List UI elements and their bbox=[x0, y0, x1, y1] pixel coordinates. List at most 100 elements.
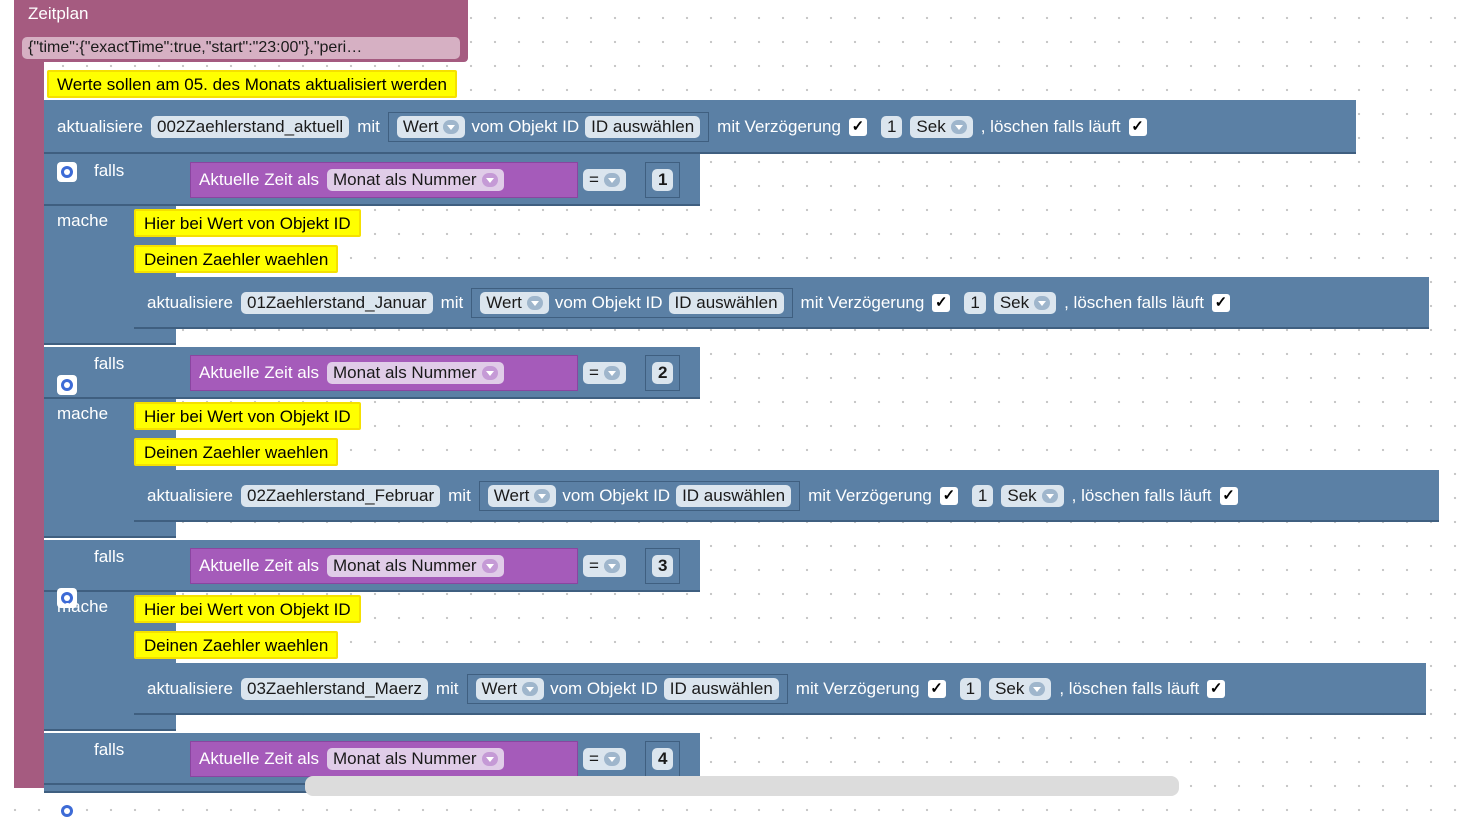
value-inset[interactable]: Wert vom Objekt ID ID auswählen bbox=[387, 112, 710, 142]
delay-checkbox[interactable]: ✓ bbox=[927, 680, 946, 698]
schedule-json-field[interactable]: {"time":{"exactTime":true,"start":"23:00… bbox=[22, 37, 460, 59]
value-dropdown[interactable]: Wert bbox=[480, 292, 549, 314]
chevron-down-icon bbox=[603, 558, 620, 573]
if-block-foot bbox=[44, 522, 176, 538]
mit-label: mit bbox=[440, 293, 464, 312]
time-option-dropdown[interactable]: Monat als Nummer bbox=[327, 169, 504, 191]
chevron-down-icon bbox=[1034, 295, 1051, 310]
time-block[interactable]: Aktuelle Zeit als Monat als Nummer bbox=[190, 548, 578, 584]
update-label: aktualisiere bbox=[57, 117, 143, 136]
clear-checkbox[interactable]: ✓ bbox=[1128, 118, 1147, 136]
object-id-label: vom Objekt ID bbox=[550, 679, 658, 698]
mit-label: mit bbox=[435, 679, 459, 698]
value-dropdown[interactable]: Wert bbox=[487, 485, 557, 507]
top-comment[interactable]: Werte sollen am 05. des Monats aktualisi… bbox=[47, 70, 457, 98]
comment-object-hint[interactable]: Hier bei Wert von Objekt ID bbox=[134, 402, 361, 430]
delay-value-field[interactable]: 1 bbox=[880, 116, 903, 138]
delay-value-field[interactable]: 1 bbox=[964, 292, 986, 314]
operator-dropdown[interactable]: = bbox=[583, 748, 626, 770]
operator-dropdown[interactable]: = bbox=[583, 169, 626, 191]
comment-object-hint[interactable]: Hier bei Wert von Objekt ID bbox=[134, 595, 361, 623]
time-label: Aktuelle Zeit als bbox=[199, 170, 319, 189]
object-id-select[interactable]: ID auswählen bbox=[676, 485, 792, 507]
chevron-down-icon bbox=[603, 172, 620, 187]
comment-object-hint[interactable]: Hier bei Wert von Objekt ID bbox=[134, 209, 361, 237]
settings-gear-icon[interactable] bbox=[57, 588, 77, 608]
object-id-select[interactable]: ID auswählen bbox=[668, 292, 784, 314]
delay-checkbox[interactable]: ✓ bbox=[932, 294, 951, 312]
unit-dropdown[interactable]: Sek bbox=[993, 292, 1057, 314]
time-label: Aktuelle Zeit als bbox=[199, 749, 319, 768]
delay-label: mit Verzögerung bbox=[795, 679, 920, 698]
time-block[interactable]: Aktuelle Zeit als Monat als Nummer bbox=[190, 741, 578, 777]
variable-field[interactable]: 03Zaehlerstand_Maerz bbox=[241, 678, 428, 700]
comment-counter-hint[interactable]: Deinen Zaehler waehlen bbox=[134, 631, 339, 659]
unit-dropdown[interactable]: Sek bbox=[989, 678, 1052, 700]
clear-checkbox[interactable]: ✓ bbox=[1211, 294, 1230, 312]
object-id-label: vom Objekt ID bbox=[471, 117, 580, 136]
variable-field[interactable]: 002Zaehlerstand_aktuell bbox=[151, 116, 350, 138]
do-label: mache bbox=[57, 597, 109, 616]
month-number-field[interactable]: 4 bbox=[652, 748, 674, 770]
time-block[interactable]: Aktuelle Zeit als Monat als Nummer bbox=[190, 355, 578, 391]
variable-field[interactable]: 01Zaehlerstand_Januar bbox=[241, 292, 433, 314]
delay-checkbox[interactable]: ✓ bbox=[848, 118, 867, 136]
clear-checkbox[interactable]: ✓ bbox=[1219, 487, 1238, 505]
delay-label: mit Verzögerung bbox=[800, 293, 925, 312]
horizontal-scrollbar[interactable] bbox=[305, 776, 1179, 796]
comment-counter-hint[interactable]: Deinen Zaehler waehlen bbox=[134, 245, 339, 273]
inner-update-row: aktualisiere 02Zaehlerstand_Februar mit … bbox=[147, 481, 1238, 511]
delay-value-field[interactable]: 1 bbox=[971, 485, 994, 507]
value-inset[interactable]: Wert vom Objekt ID ID auswählen bbox=[471, 288, 793, 318]
month-number-field[interactable]: 3 bbox=[652, 555, 674, 577]
if-block-foot bbox=[44, 715, 176, 731]
number-block[interactable]: 2 bbox=[645, 355, 681, 391]
clear-label: , löschen falls läuft bbox=[1071, 486, 1212, 505]
schedule-title: Zeitplan bbox=[28, 4, 89, 23]
chevron-down-icon bbox=[534, 488, 551, 503]
variable-field[interactable]: 02Zaehlerstand_Februar bbox=[241, 485, 441, 507]
mit-label: mit bbox=[357, 117, 380, 136]
settings-gear-icon[interactable] bbox=[57, 162, 77, 182]
time-label: Aktuelle Zeit als bbox=[199, 363, 319, 382]
settings-gear-icon[interactable] bbox=[57, 801, 77, 821]
number-block[interactable]: 1 bbox=[645, 162, 681, 198]
if-block-group: falls Aktuelle Zeit als Monat als Nummer… bbox=[0, 40, 1458, 731]
delay-value-field[interactable]: 1 bbox=[959, 678, 982, 700]
number-block[interactable]: 3 bbox=[645, 548, 681, 584]
value-dropdown[interactable]: Wert bbox=[475, 678, 545, 700]
settings-gear-icon[interactable] bbox=[57, 375, 77, 395]
if-block-group: falls Aktuelle Zeit als Monat als Nummer… bbox=[0, 20, 1458, 538]
object-id-select[interactable]: ID auswählen bbox=[585, 116, 701, 138]
do-label: mache bbox=[57, 404, 109, 423]
inner-update-row: aktualisiere 03Zaehlerstand_Maerz mit We… bbox=[147, 674, 1226, 704]
clear-checkbox[interactable]: ✓ bbox=[1207, 680, 1226, 698]
value-inset[interactable]: Wert vom Objekt ID ID auswählen bbox=[466, 674, 788, 704]
time-option-dropdown[interactable]: Monat als Nummer bbox=[327, 555, 504, 577]
chevron-down-icon bbox=[522, 681, 539, 696]
month-number-field[interactable]: 2 bbox=[652, 362, 674, 384]
clear-label: , löschen falls läuft bbox=[1064, 293, 1204, 312]
unit-dropdown[interactable]: Sek bbox=[910, 116, 973, 138]
delay-checkbox[interactable]: ✓ bbox=[939, 487, 958, 505]
update-label: aktualisiere bbox=[147, 679, 233, 698]
do-label: mache bbox=[57, 211, 109, 230]
number-block[interactable]: 4 bbox=[645, 741, 681, 777]
time-block[interactable]: Aktuelle Zeit als Monat als Nummer bbox=[190, 162, 578, 198]
clear-label: , löschen falls läuft bbox=[1059, 679, 1200, 698]
chevron-down-icon bbox=[950, 119, 967, 134]
value-dropdown[interactable]: Wert bbox=[396, 116, 466, 138]
object-id-label: vom Objekt ID bbox=[554, 293, 663, 312]
operator-dropdown[interactable]: = bbox=[583, 362, 626, 384]
time-option-dropdown[interactable]: Monat als Nummer bbox=[327, 748, 504, 770]
object-id-select[interactable]: ID auswählen bbox=[663, 678, 779, 700]
comment-counter-hint[interactable]: Deinen Zaehler waehlen bbox=[134, 438, 339, 466]
value-inset[interactable]: Wert vom Objekt ID ID auswählen bbox=[478, 481, 801, 511]
main-update-row: aktualisiere 002Zaehlerstand_aktuell mit… bbox=[57, 112, 1147, 142]
operator-dropdown[interactable]: = bbox=[583, 555, 626, 577]
chevron-down-icon bbox=[443, 119, 460, 134]
month-number-field[interactable]: 1 bbox=[652, 169, 674, 191]
update-label: aktualisiere bbox=[147, 486, 233, 505]
time-option-dropdown[interactable]: Monat als Nummer bbox=[327, 362, 504, 384]
unit-dropdown[interactable]: Sek bbox=[1001, 485, 1064, 507]
